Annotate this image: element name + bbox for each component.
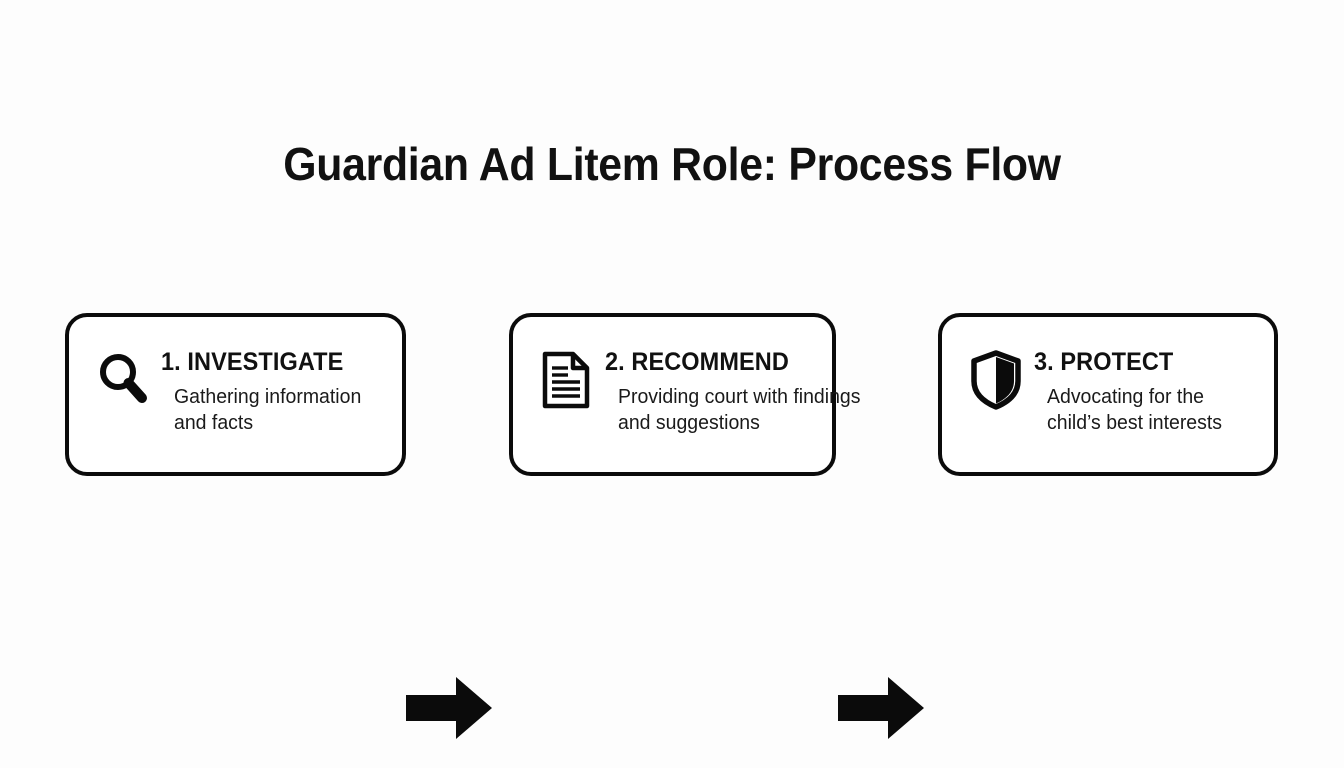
step-description-line1: Providing court with findings <box>618 385 861 409</box>
step-description-line1: Advocating for the child’s <box>1047 385 1204 435</box>
document-icon <box>539 350 595 410</box>
step-description-line1: Gathering information and <box>174 385 362 435</box>
step-heading: 3. PROTECT <box>1034 348 1174 376</box>
step-card-recommend[interactable]: 2. RECOMMEND Providing court with findin… <box>509 313 860 476</box>
step-description: Providing court with findings and sugges… <box>618 384 860 436</box>
step-heading: 2. RECOMMEND <box>605 348 789 376</box>
arrow-right-icon-2 <box>838 673 926 743</box>
shield-icon <box>968 350 1024 410</box>
page-title: Guardian Ad Litem Role: Process Flow <box>283 138 1061 190</box>
step-text-protect: 3. PROTECT Advocating for the child’s be… <box>1034 349 1266 437</box>
step-text-investigate: 1. INVESTIGATE Gathering information and… <box>161 349 393 437</box>
process-flow-row: 1. INVESTIGATE Gathering information and… <box>0 313 1344 739</box>
step-description: Gathering information and facts <box>174 384 382 436</box>
step-text-recommend: 2. RECOMMEND Providing court with findin… <box>605 348 860 437</box>
step-description: Advocating for the child’s best interest… <box>1047 384 1255 436</box>
step-heading: 1. INVESTIGATE <box>161 348 344 376</box>
arrow-right-icon-1 <box>406 673 494 743</box>
step-card-investigate[interactable]: 1. INVESTIGATE Gathering information and… <box>65 313 406 476</box>
step-card-protect[interactable]: 3. PROTECT Advocating for the child’s be… <box>938 313 1278 476</box>
step-description-line2: and suggestions <box>618 411 760 435</box>
step-description-line2: facts <box>211 411 254 435</box>
step-description-line2: best interests <box>1106 411 1223 435</box>
magnifier-icon <box>95 350 151 410</box>
